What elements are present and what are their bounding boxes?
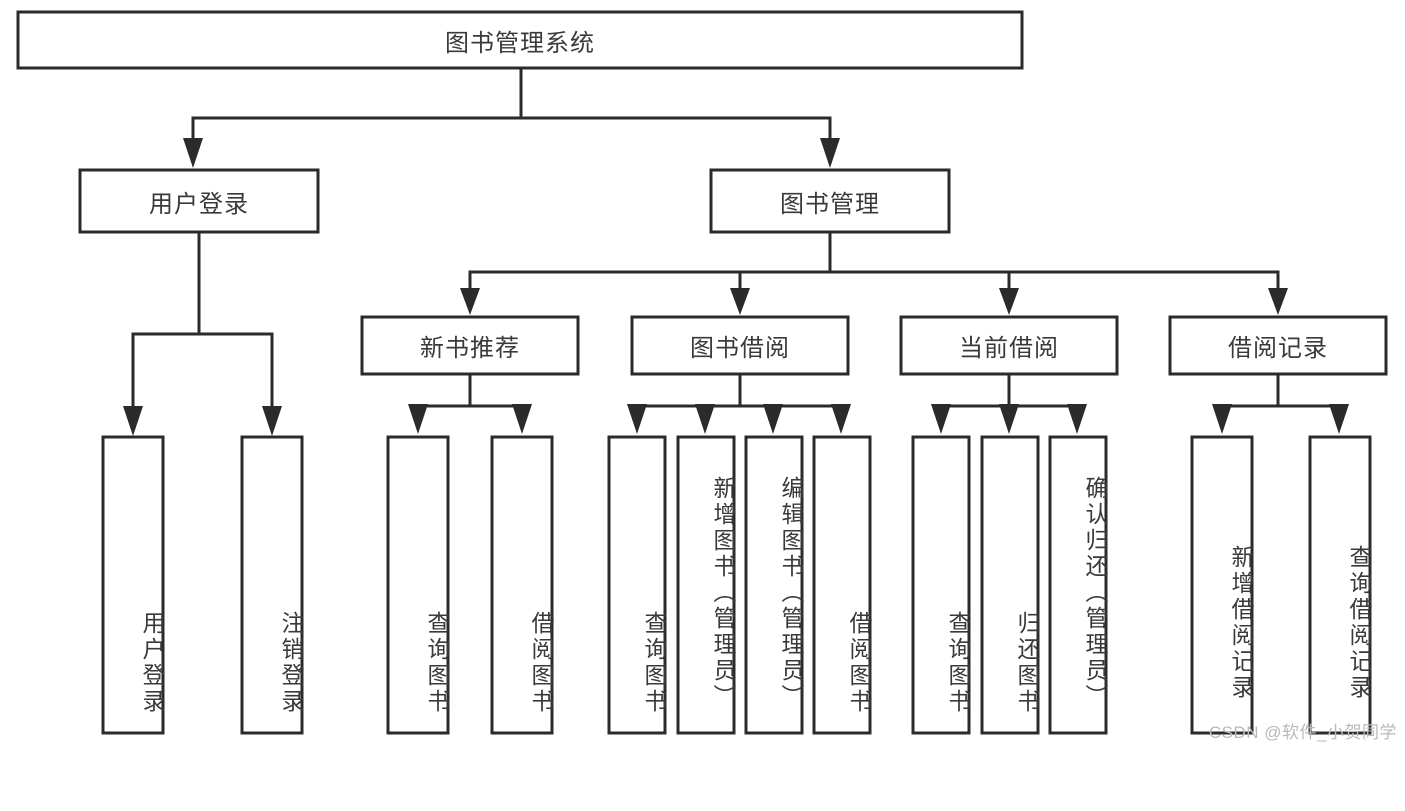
leaf-box-book-borrow-query[interactable] [607,435,667,735]
leaf-box-new-book-borrow[interactable] [490,435,554,735]
leaf-box-new-book-query[interactable] [386,435,450,735]
node-box-book-manage[interactable] [709,168,951,234]
arrow-head-new-book-2 [512,404,532,434]
node-box-root[interactable] [16,10,1024,70]
leaf-box-current-borrow-confirm[interactable] [1048,435,1108,735]
csdn-watermark: CSDN @软件_小贺同学 [1208,723,1397,742]
arrow-head-to-user-login [183,138,203,168]
leaf-box-book-borrow-lend[interactable] [812,435,872,735]
arrow-head-book-borrow-2 [695,404,715,434]
arrow-head-borrow-record [1268,288,1288,315]
arrow-head-user-login-1 [123,406,143,436]
leaf-box-borrow-record-add[interactable] [1190,435,1254,735]
arrow-head-book-borrow-3 [763,404,783,434]
leaf-box-book-borrow-edit[interactable] [744,435,804,735]
arrow-head-book-borrow [730,288,750,315]
diagram-canvas [16,10,1388,735]
node-box-current-borrow[interactable] [899,315,1119,376]
arrow-head-user-login-2 [262,406,282,436]
leaf-box-user-login-login[interactable] [101,435,165,735]
node-box-new-book[interactable] [360,315,580,376]
node-box-user-login[interactable] [78,168,320,234]
arrow-head-new-book [460,288,480,315]
leaf-box-current-borrow-return[interactable] [980,435,1040,735]
arrow-head-borrow-record-2 [1329,404,1349,434]
arrow-head-current-borrow [999,288,1019,315]
arrow-head-book-borrow-1 [627,404,647,434]
functional-structure-diagram: 图书管理系统 用户登录 图书管理 新书推荐 图书借阅 当前借阅 借阅记录 用户登… [16,10,1397,742]
leaf-box-book-borrow-add[interactable] [676,435,736,735]
arrow-head-borrow-record-1 [1212,404,1232,434]
leaf-box-borrow-record-query[interactable] [1308,435,1372,735]
arrow-head-current-borrow-2 [999,404,1019,434]
node-box-book-borrow[interactable] [630,315,850,376]
arrow-head-current-borrow-1 [931,404,951,434]
leaf-box-current-borrow-query[interactable] [911,435,971,735]
node-box-borrow-record[interactable] [1168,315,1388,376]
leaf-box-user-login-logout[interactable] [240,435,304,735]
arrow-head-to-book-manage [820,138,840,168]
arrow-head-current-borrow-3 [1067,404,1087,434]
arrow-head-new-book-1 [408,404,428,434]
arrow-head-book-borrow-4 [831,404,851,434]
